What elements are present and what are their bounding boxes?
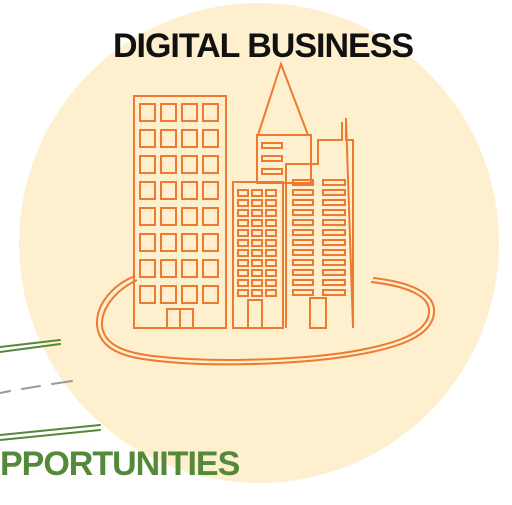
- mid-rise-window: [251, 229, 263, 237]
- tower-window: [181, 285, 198, 304]
- right-building-window: [292, 279, 314, 286]
- tower-window: [202, 103, 219, 122]
- road-lines-icon: [0, 339, 101, 441]
- caption: PPORTUNITIES: [0, 445, 240, 483]
- tower-window: [202, 259, 219, 278]
- background-circle: [19, 3, 499, 483]
- tower-window: [139, 181, 156, 200]
- tower-window: [202, 285, 219, 304]
- mid-rise-window: [251, 239, 263, 247]
- right-building-window: [322, 239, 346, 246]
- tower-window: [160, 207, 177, 226]
- tower-window: [181, 103, 198, 122]
- right-building-window: [322, 219, 346, 226]
- right-building-icon: [285, 117, 354, 329]
- mid-rise-window: [265, 239, 277, 247]
- right-building-window: [322, 279, 346, 286]
- mid-rise-window: [237, 199, 249, 207]
- right-building-window: [322, 189, 346, 196]
- tower-window: [181, 129, 198, 148]
- mid-rise-window: [251, 269, 263, 277]
- tower-window: [202, 129, 219, 148]
- tower-window: [181, 233, 198, 252]
- mid-rise-window: [251, 289, 263, 297]
- mid-rise-window: [237, 219, 249, 227]
- right-building-window: [292, 189, 314, 196]
- right-building-window: [322, 289, 346, 296]
- mid-rise-window: [265, 249, 277, 257]
- right-building-window: [292, 229, 314, 236]
- tower-window: [139, 155, 156, 174]
- mid-rise-window: [237, 229, 249, 237]
- right-building-window: [322, 179, 346, 186]
- tower-window: [160, 155, 177, 174]
- mid-rise-window: [237, 269, 249, 277]
- right-building-window: [322, 269, 346, 276]
- mid-rise-window: [237, 189, 249, 197]
- right-building-window: [292, 249, 314, 256]
- island-outline-icon: [95, 275, 436, 366]
- tower-window: [139, 285, 156, 304]
- tower-window: [160, 129, 177, 148]
- right-building-window: [292, 209, 314, 216]
- mid-rise-window: [237, 279, 249, 287]
- mid-rise-window: [251, 189, 263, 197]
- tower-window: [139, 259, 156, 278]
- mid-rise-window: [265, 219, 277, 227]
- mid-rise-window: [265, 229, 277, 237]
- mid-rise-window: [265, 189, 277, 197]
- mid-rise-window: [251, 259, 263, 267]
- tower-window: [139, 233, 156, 252]
- mid-rise-window: [251, 209, 263, 217]
- tower-window: [139, 207, 156, 226]
- right-building-window: [322, 209, 346, 216]
- tower-window: [139, 103, 156, 122]
- tower-window: [160, 181, 177, 200]
- tower-window: [202, 181, 219, 200]
- mid-rise-window: [251, 279, 263, 287]
- office-tower-icon: [133, 95, 227, 329]
- right-building-window: [322, 199, 346, 206]
- right-building-window: [292, 239, 314, 246]
- mid-rise-window: [237, 209, 249, 217]
- right-building-window: [292, 269, 314, 276]
- right-building-window: [322, 259, 346, 266]
- tower-window: [181, 207, 198, 226]
- mid-rise-window: [251, 219, 263, 227]
- right-building-window: [292, 259, 314, 266]
- right-building-window: [292, 289, 314, 296]
- right-building-window: [292, 199, 314, 206]
- mid-rise-window: [251, 249, 263, 257]
- right-building-window: [292, 179, 314, 186]
- tower-window: [202, 207, 219, 226]
- mid-rise-window: [265, 259, 277, 267]
- tower-window: [139, 129, 156, 148]
- mid-rise-window: [237, 289, 249, 297]
- tower-window: [160, 233, 177, 252]
- tower-window: [160, 259, 177, 278]
- mid-rise-building-icon: [232, 181, 284, 329]
- title: DIGITAL BUSINESS: [113, 27, 413, 65]
- mid-rise-window: [265, 199, 277, 207]
- right-building-window: [322, 229, 346, 236]
- mid-rise-window: [265, 279, 277, 287]
- tower-window: [181, 181, 198, 200]
- mid-rise-window: [265, 269, 277, 277]
- mid-rise-window: [237, 249, 249, 257]
- right-building-window: [292, 219, 314, 226]
- tower-window: [202, 233, 219, 252]
- mid-rise-window: [265, 209, 277, 217]
- right-building-window: [322, 249, 346, 256]
- mid-rise-window: [251, 199, 263, 207]
- tower-window: [160, 103, 177, 122]
- tower-window: [181, 155, 198, 174]
- tower-window: [202, 155, 219, 174]
- tower-window: [160, 285, 177, 304]
- mid-rise-window: [237, 239, 249, 247]
- tower-window: [181, 259, 198, 278]
- mid-rise-window: [265, 289, 277, 297]
- mid-rise-window: [237, 259, 249, 267]
